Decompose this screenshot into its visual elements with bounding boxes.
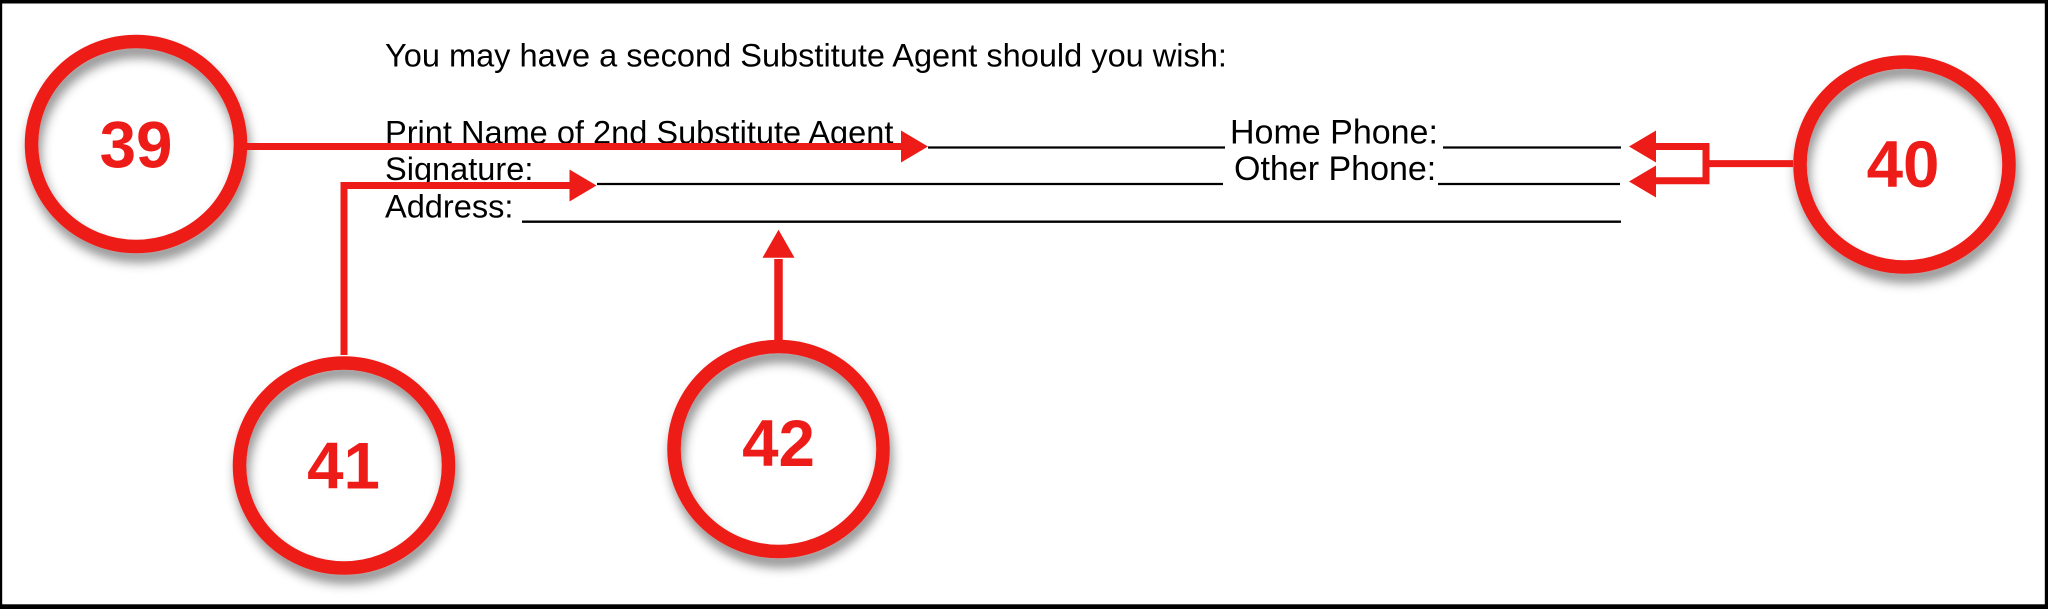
svg-text:40: 40: [1867, 128, 1940, 201]
svg-text:You may have a second Substitu: You may have a second Substitute Agent s…: [385, 38, 1227, 74]
svg-text:Home Phone:: Home Phone:: [1230, 113, 1438, 151]
svg-text:39: 39: [100, 109, 173, 182]
svg-text:Signature:: Signature:: [385, 151, 533, 187]
svg-text:41: 41: [307, 430, 380, 503]
svg-text:Address:: Address:: [385, 189, 513, 225]
svg-text:42: 42: [742, 407, 815, 480]
svg-text:Other Phone:: Other Phone:: [1234, 150, 1436, 188]
